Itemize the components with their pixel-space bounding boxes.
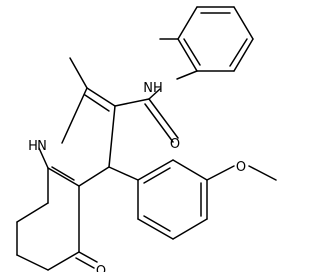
ring-nh-n-label: N xyxy=(37,139,47,154)
n-aryl-bond xyxy=(176,70,198,80)
ring-nh-h-label: H xyxy=(28,139,38,154)
methoxy-ch3-bond xyxy=(248,165,277,181)
structure-svg: NH H N O O O xyxy=(16,6,277,277)
amide-oxygen-label: O xyxy=(170,137,180,152)
ring-methyl-bond xyxy=(69,57,88,89)
nh-amide-label: NH xyxy=(143,81,163,96)
tolyl-ring xyxy=(177,6,254,72)
amide-c-ring-bond xyxy=(114,98,150,107)
ketone-double-bond-b xyxy=(75,257,95,269)
ketone-oxygen-label: O xyxy=(96,264,106,272)
c-n-amide-bond xyxy=(148,88,161,100)
methoxy-oxygen-label: O xyxy=(236,160,246,175)
molecule-drawing: NH H N O O O xyxy=(16,6,277,277)
cyclohexanone-ring xyxy=(16,167,80,271)
methoxy-o-bond xyxy=(206,165,235,181)
carbonyl-double-bond xyxy=(144,103,174,143)
dihydropyridine-ring xyxy=(38,87,116,187)
carbonyl-bond xyxy=(148,98,179,139)
ketone-double-bond-a xyxy=(78,251,98,263)
methoxyphenyl-ring xyxy=(108,159,208,240)
